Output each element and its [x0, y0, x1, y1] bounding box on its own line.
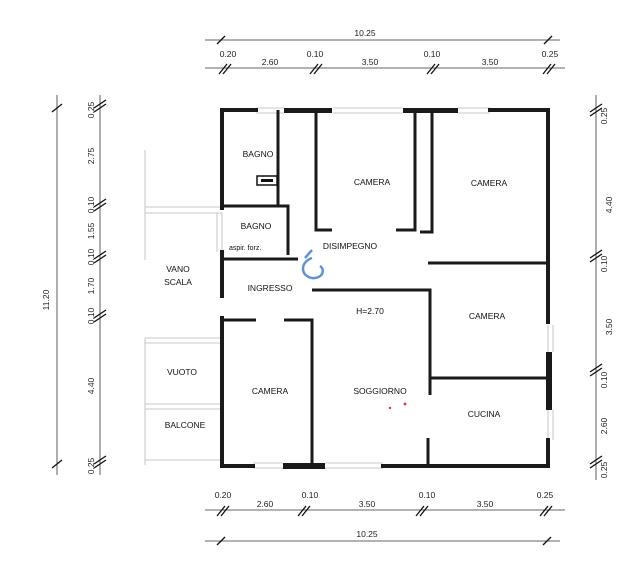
bottom-dimensions: 0.20 2.60 0.10 3.50 0.10 3.50 0.25 10.25	[205, 490, 565, 546]
bagno-2-label: BAGNO	[241, 221, 272, 231]
right-dimensions: 0.25 4.40 0.10 3.50 0.10 2.60 0.25	[589, 95, 614, 480]
bottom-dim-4: 3.50	[359, 499, 376, 509]
camera-3-label: CAMERA	[469, 311, 506, 321]
right-dim-3: 0.10	[599, 255, 609, 272]
camera-1-label: CAMERA	[354, 177, 391, 187]
walls	[220, 108, 552, 469]
top-total-label: 10.25	[354, 28, 376, 38]
left-total-label: 11.20	[41, 289, 51, 310]
bottom-dim-3: 0.10	[302, 490, 319, 500]
left-dim-8: 4.40	[86, 377, 96, 394]
bottom-dim-2: 2.60	[257, 499, 274, 509]
bottom-dim-7: 0.25	[537, 490, 554, 500]
scala-label: SCALA	[164, 277, 192, 287]
left-dim-1: 0.25	[86, 101, 96, 118]
red-dot	[403, 402, 407, 406]
outside-areas: VANO SCALA VUOTO BALCONE	[144, 150, 222, 465]
balcone-label: BALCONE	[165, 420, 206, 430]
top-dim-6: 3.50	[482, 57, 499, 67]
left-dim-3: 0.10	[86, 196, 96, 213]
right-dim-2: 4.40	[604, 196, 614, 213]
vano-label: VANO	[166, 264, 190, 274]
left-dim-5: 0.10	[86, 248, 96, 265]
right-dim-4: 3.50	[604, 318, 614, 335]
top-dim-7: 0.25	[542, 49, 559, 59]
fixtures	[256, 175, 278, 186]
window-openings	[216, 107, 554, 469]
left-dim-9: 0.25	[86, 457, 96, 474]
top-dim-1: 0.20	[220, 49, 237, 59]
top-dim-5: 0.10	[424, 49, 441, 59]
top-dim-4: 3.50	[362, 57, 379, 67]
bottom-dim-1: 0.20	[215, 490, 232, 500]
left-dimensions: 11.20 0.25 2.75 0.10 1.55 0.10 1.70 0.10…	[41, 95, 107, 475]
bottom-dim-6: 3.50	[477, 499, 494, 509]
bathroom-fixture	[256, 175, 278, 186]
right-dim-1: 0.25	[599, 107, 609, 124]
aspir-label: aspir. forz.	[229, 245, 261, 252]
right-dim-5: 0.10	[599, 371, 609, 388]
left-dim-6: 1.70	[86, 277, 96, 294]
cucina-label: CUCINA	[468, 409, 501, 419]
disimpegno-label: DISIMPEGNO	[323, 241, 378, 251]
camera-4-label: CAMERA	[252, 386, 289, 396]
right-dim-7: 0.25	[599, 461, 609, 478]
top-dimensions: 10.25 0.20 2.60 0.10 3.50 0.10 3.50 0.25	[205, 28, 565, 75]
room-labels: BAGNO BAGNO aspir. forz. CAMERA CAMERA D…	[229, 149, 508, 419]
vuoto-label: VUOTO	[167, 367, 197, 377]
watermark-logo	[301, 249, 324, 280]
red-dot	[388, 406, 392, 410]
left-dim-2: 2.75	[86, 147, 96, 164]
soggiorno-label: SOGGIORNO	[353, 386, 407, 396]
camera-2-label: CAMERA	[471, 178, 508, 188]
height-label: H=2.70	[356, 306, 384, 316]
bagno-1-label: BAGNO	[243, 149, 274, 159]
right-dim-6: 2.60	[599, 417, 609, 434]
bottom-total-label: 10.25	[356, 529, 378, 539]
left-dim-7: 0.10	[86, 307, 96, 324]
top-dim-3: 0.10	[307, 49, 324, 59]
ingresso-label: INGRESSO	[248, 283, 293, 293]
top-dim-2: 2.60	[262, 57, 279, 67]
bottom-dim-5: 0.10	[419, 490, 436, 500]
left-dim-4: 1.55	[86, 222, 96, 239]
